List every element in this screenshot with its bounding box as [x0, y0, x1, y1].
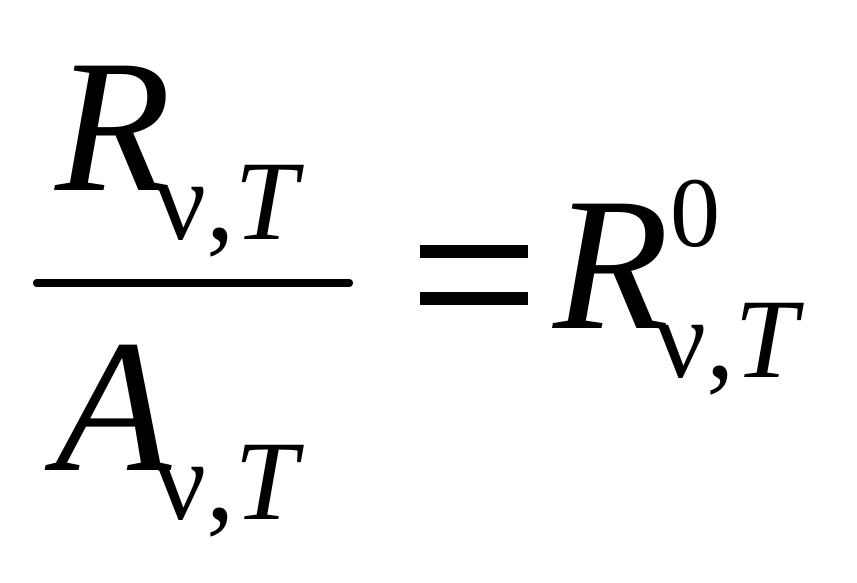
numerator-symbol: R	[55, 22, 172, 232]
subscript-nu: ν	[155, 139, 207, 264]
equals-bar-bottom	[420, 292, 528, 305]
fraction-line	[33, 279, 353, 287]
denominator-symbol: A	[55, 302, 172, 512]
numerator-subscript: ν,T	[155, 145, 297, 258]
rhs-superscript: 0	[670, 157, 720, 268]
subscript-comma: ,	[706, 277, 735, 402]
subscript-t: T	[234, 139, 298, 264]
subscript-comma: ,	[206, 419, 235, 544]
denominator-subscript: ν,T	[155, 425, 297, 538]
subscript-t: T	[734, 277, 798, 402]
equals-bar-top	[420, 245, 528, 258]
subscript-t: T	[234, 419, 298, 544]
subscript-nu: ν	[155, 419, 207, 544]
subscript-comma: ,	[206, 139, 235, 264]
rhs-subscript: ν,T	[655, 283, 797, 396]
subscript-nu: ν	[655, 277, 707, 402]
rhs-symbol: R	[553, 160, 670, 370]
